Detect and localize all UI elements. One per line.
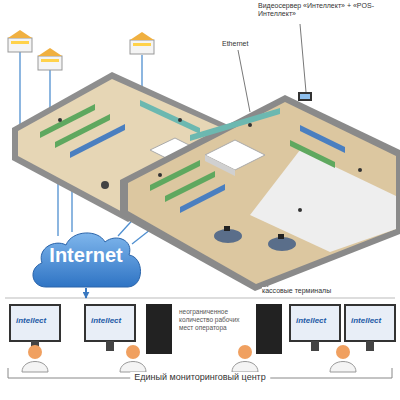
operator-monitor xyxy=(10,305,60,341)
branch-shop xyxy=(130,32,154,54)
terminal-label: кассовые терминалы xyxy=(262,287,342,295)
monitoring-frame xyxy=(5,298,395,378)
small-store xyxy=(178,118,182,122)
main-store xyxy=(250,150,396,252)
branch-shop xyxy=(38,48,62,70)
monitoring-frame xyxy=(5,298,395,299)
internet-cloud: Internet xyxy=(28,226,144,288)
main-store xyxy=(300,94,310,99)
server-tower xyxy=(256,304,282,354)
main-store xyxy=(120,92,400,291)
small-store xyxy=(55,114,110,148)
small-store xyxy=(58,118,62,122)
branch-shop xyxy=(8,38,32,52)
server-tower xyxy=(146,304,282,354)
cloud-label: Internet xyxy=(28,244,144,267)
branch-shop xyxy=(133,43,151,46)
monitor-stand xyxy=(366,341,374,351)
monitor-stand xyxy=(106,341,114,351)
screen-logo: intellect xyxy=(91,316,133,325)
operator-monitor xyxy=(85,305,135,341)
monitoring-center: Единый мониторинговый центр неограниченно… xyxy=(5,298,395,395)
operator xyxy=(22,345,356,372)
screen-logo: intellect xyxy=(296,316,338,325)
main-store xyxy=(214,229,242,243)
operator xyxy=(120,362,146,373)
operator xyxy=(22,362,48,373)
branch-shop xyxy=(41,59,59,62)
main-store xyxy=(298,208,302,212)
server-label: Видеосервер «Интеллект» + «POS-Интеллект… xyxy=(258,2,398,18)
branch-shop xyxy=(8,30,32,38)
leader-line xyxy=(238,50,250,112)
small-store xyxy=(40,104,95,138)
server-tower xyxy=(146,304,172,354)
small-store xyxy=(140,100,200,134)
main-store xyxy=(120,95,400,291)
main-store xyxy=(128,102,396,284)
leader-line xyxy=(300,24,306,92)
operator-monitor xyxy=(345,305,395,341)
main-store xyxy=(358,168,362,172)
main-store xyxy=(180,184,225,213)
operator-note: неограниченное количество рабочих мест о… xyxy=(179,308,255,331)
branch-shop xyxy=(38,56,62,70)
network-label: Ethernet xyxy=(222,40,262,48)
main-store xyxy=(290,140,335,168)
branch-shop xyxy=(130,32,154,40)
branch-shop xyxy=(38,48,62,56)
operator xyxy=(330,362,356,373)
main-store xyxy=(224,226,230,231)
operator xyxy=(126,345,140,359)
connector-arrow xyxy=(85,288,87,298)
screen-logo: intellect xyxy=(351,316,393,325)
operator xyxy=(336,345,350,359)
branch-shop xyxy=(130,40,154,54)
monitor-stand xyxy=(31,341,374,351)
main-store xyxy=(205,155,235,176)
operator xyxy=(238,345,252,359)
branch-shop xyxy=(8,30,32,52)
main-store xyxy=(248,123,252,127)
main-store xyxy=(268,237,296,251)
screen-logo: intellect xyxy=(16,316,58,325)
small-store xyxy=(101,181,109,189)
main-store xyxy=(190,108,280,141)
operator-monitor xyxy=(290,305,340,341)
main-store xyxy=(298,92,312,101)
small-store xyxy=(70,124,125,158)
monitor-stand xyxy=(311,341,319,351)
operator-monitor xyxy=(10,305,395,341)
branch-shop xyxy=(11,41,29,44)
main-store xyxy=(158,173,162,177)
operator xyxy=(232,362,258,373)
main-store xyxy=(278,234,284,239)
center-title: Единый мониторинговый центр xyxy=(130,372,270,382)
operator xyxy=(28,345,42,359)
